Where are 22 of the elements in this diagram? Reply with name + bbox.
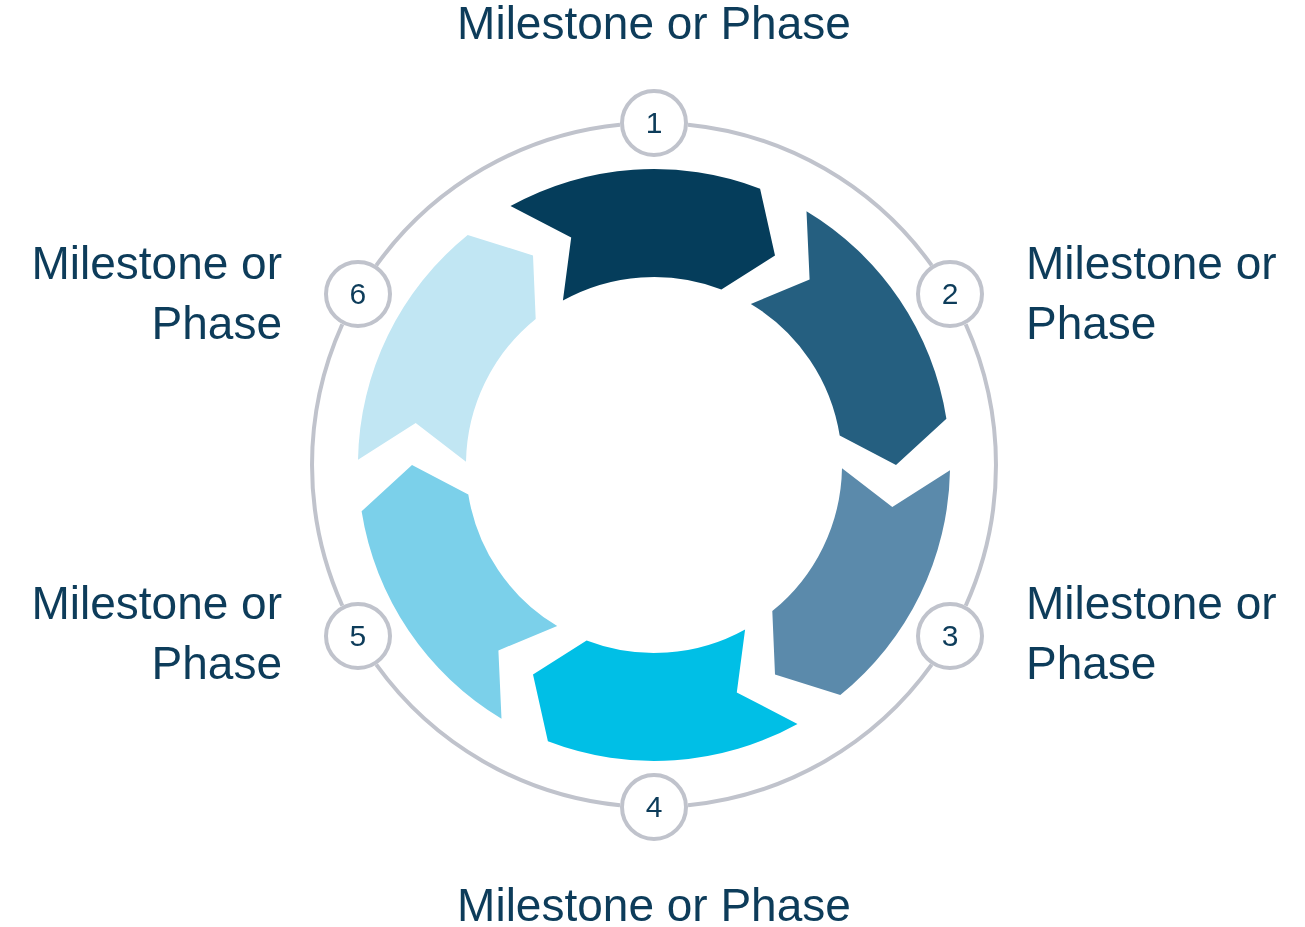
- milestone-label: Milestone or Phase: [30, 576, 282, 691]
- ring-connector: [310, 323, 345, 607]
- number-circle: [916, 602, 985, 670]
- ring-connector: [374, 663, 621, 808]
- step-number: 4: [645, 792, 663, 822]
- milestone-label: Milestone or Phase: [456, 0, 852, 51]
- step-number: 6: [349, 279, 367, 309]
- number-circle: [323, 260, 392, 328]
- milestone-label: Milestone or Phase: [30, 236, 282, 351]
- ring-connector: [374, 122, 621, 267]
- milestone-label: Milestone or Phase: [1026, 236, 1278, 351]
- number-circle: [916, 260, 985, 328]
- step-number: 3: [941, 621, 959, 651]
- step-number: 5: [349, 621, 367, 651]
- number-circle: [323, 602, 392, 670]
- step-number: 1: [645, 108, 663, 138]
- ring-connector: [687, 663, 934, 808]
- step-number: 2: [941, 279, 959, 309]
- milestone-label: Milestone or Phase: [1026, 576, 1278, 691]
- ring-connector: [963, 323, 998, 607]
- milestone-label: Milestone or Phase: [456, 878, 852, 927]
- ring-connector: [687, 122, 934, 267]
